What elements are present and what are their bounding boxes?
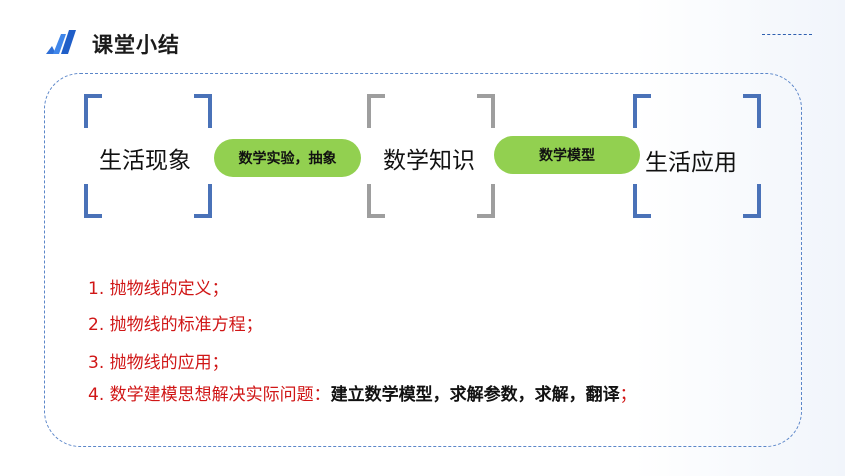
header-divider [762,34,812,35]
summary-item-1: 1. 抛物线的定义； [88,279,229,299]
box-math-knowledge [367,94,495,218]
box-life-phenomena [84,94,212,218]
summary-item-3: 3. 抛物线的应用； [88,353,229,373]
summary-item-4-lead: 4. 数学建模思想解决实际问题： [88,385,331,405]
logo-icon [46,30,76,54]
bracket-corner [477,184,495,218]
box-label-life-application: 生活应用 [645,150,737,176]
page-title: 课堂小结 [92,33,180,57]
box-label-life-phenomena: 生活现象 [99,148,191,174]
bracket-corner [84,184,102,218]
bracket-corner [367,94,385,128]
bracket-corner [194,184,212,218]
pill-experiment-abstract: 数学实验，抽象 [214,139,361,177]
bracket-corner [477,94,495,128]
bracket-corner [743,184,761,218]
box-label-math-knowledge: 数学知识 [383,148,475,174]
summary-item-4-emphasis: 建立数学模型，求解参数，求解，翻译 [330,385,620,405]
pill-math-model: 数学模型 [494,136,640,174]
box-life-application [633,94,761,218]
summary-item-4: 4. 数学建模思想解决实际问题：建立数学模型，求解参数，求解，翻译； [88,380,637,405]
bracket-corner [633,184,651,218]
summary-item-2: 2. 抛物线的标准方程； [88,315,263,335]
summary-item-4-tail: ； [619,385,637,405]
bracket-corner [367,184,385,218]
bracket-corner [194,94,212,128]
content-frame [44,73,802,447]
bracket-corner [84,94,102,128]
bracket-corner [743,94,761,128]
bracket-corner [633,94,651,128]
